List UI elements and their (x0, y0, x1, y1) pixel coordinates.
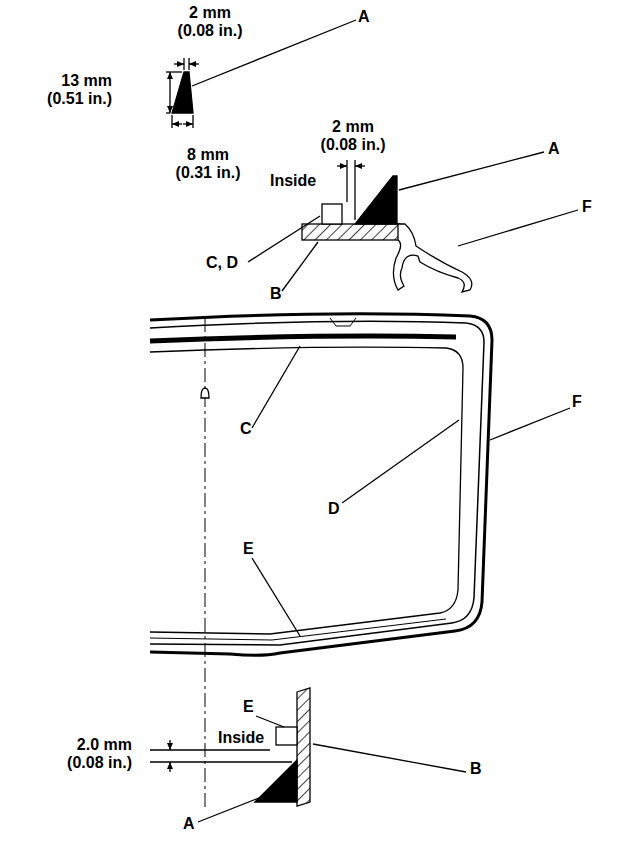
callout-letter: C, D (206, 254, 238, 272)
callout-letter: A (183, 815, 195, 833)
side-note: Inside (270, 172, 316, 190)
dimension: 2.0 mm (0.08 in.) (58, 736, 132, 772)
dimension: 8 mm (0.31 in.) (171, 146, 245, 182)
callout-letter: C (240, 420, 252, 438)
callout-letter: F (572, 393, 582, 411)
dimension: 2 mm (0.08 in.) (316, 118, 390, 154)
callout-letter: E (243, 698, 254, 716)
callout-letter: E (243, 540, 254, 558)
callout-letter: B (270, 285, 282, 303)
dimension: 13 mm (0.51 in.) (38, 72, 112, 108)
side-note: Inside (218, 729, 264, 747)
callout-letter: A (548, 140, 560, 158)
dimension: 2 mm (0.08 in.) (173, 4, 247, 40)
callout-letter: A (358, 8, 370, 26)
callout-letter: B (470, 760, 482, 778)
callout-letter: D (328, 500, 340, 518)
callout-letter: F (582, 198, 592, 216)
